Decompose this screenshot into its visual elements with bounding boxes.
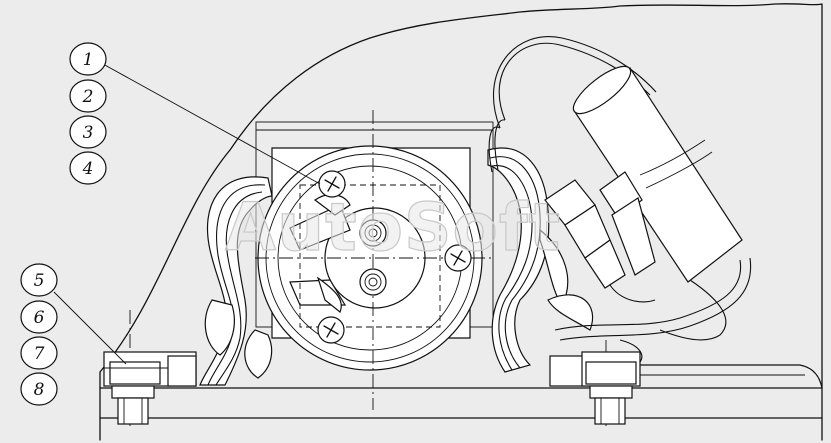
phillips-screws: [317, 170, 472, 344]
callout-7: 7: [20, 336, 58, 370]
right-bolt-clamp: [549, 339, 643, 425]
wire-harness: [199, 147, 752, 386]
watermark: AutoSoft: [225, 189, 561, 266]
callout-group-top: 1 2 3 4: [69, 42, 107, 185]
callout-2-label: 2: [82, 87, 94, 107]
callout-3-label: 3: [83, 123, 94, 143]
callout-5-label: 5: [34, 271, 45, 291]
callout-1-label: 1: [83, 50, 94, 70]
callout-6-label: 6: [34, 308, 45, 328]
leader-5: [53, 291, 127, 365]
hidden-outline: [299, 184, 441, 328]
callout-4: 4: [69, 151, 107, 185]
callout-1: 1: [69, 42, 107, 76]
callout-7-label: 7: [34, 344, 45, 364]
sensor-cylinder: [572, 65, 743, 341]
housing-break-outline: [99, 3, 823, 441]
leader-1: [102, 63, 321, 185]
center-studs: [359, 219, 387, 296]
callout-8: 8: [20, 372, 58, 406]
connector-plugs: [544, 171, 656, 303]
callout-4-label: 4: [82, 159, 94, 179]
callout-group-left: 5 6 7 8: [20, 263, 58, 406]
callout-2: 2: [69, 79, 107, 113]
callout-6: 6: [20, 300, 58, 334]
callout-8-label: 8: [34, 380, 45, 400]
callout-5: 5: [20, 263, 58, 297]
callout-3: 3: [69, 115, 107, 149]
